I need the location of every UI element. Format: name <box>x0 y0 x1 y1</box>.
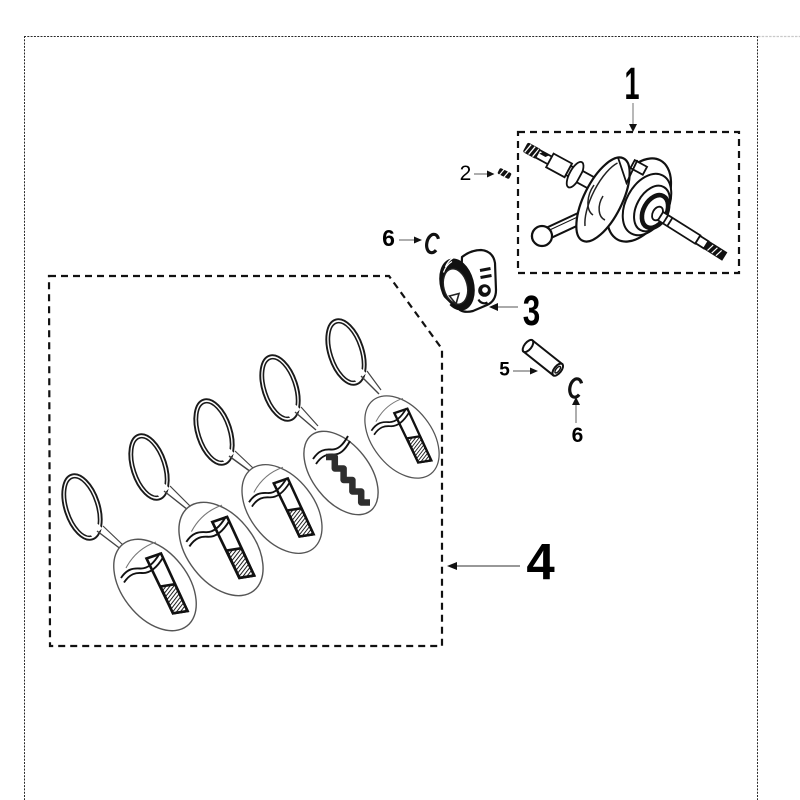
svg-text:6: 6 <box>382 225 395 251</box>
svg-text:3: 3 <box>523 287 541 335</box>
svg-text:6: 6 <box>572 424 584 447</box>
svg-text:4: 4 <box>526 533 555 590</box>
svg-text:1: 1 <box>625 58 640 109</box>
svg-text:2: 2 <box>460 162 472 185</box>
svg-text:5: 5 <box>499 360 510 381</box>
